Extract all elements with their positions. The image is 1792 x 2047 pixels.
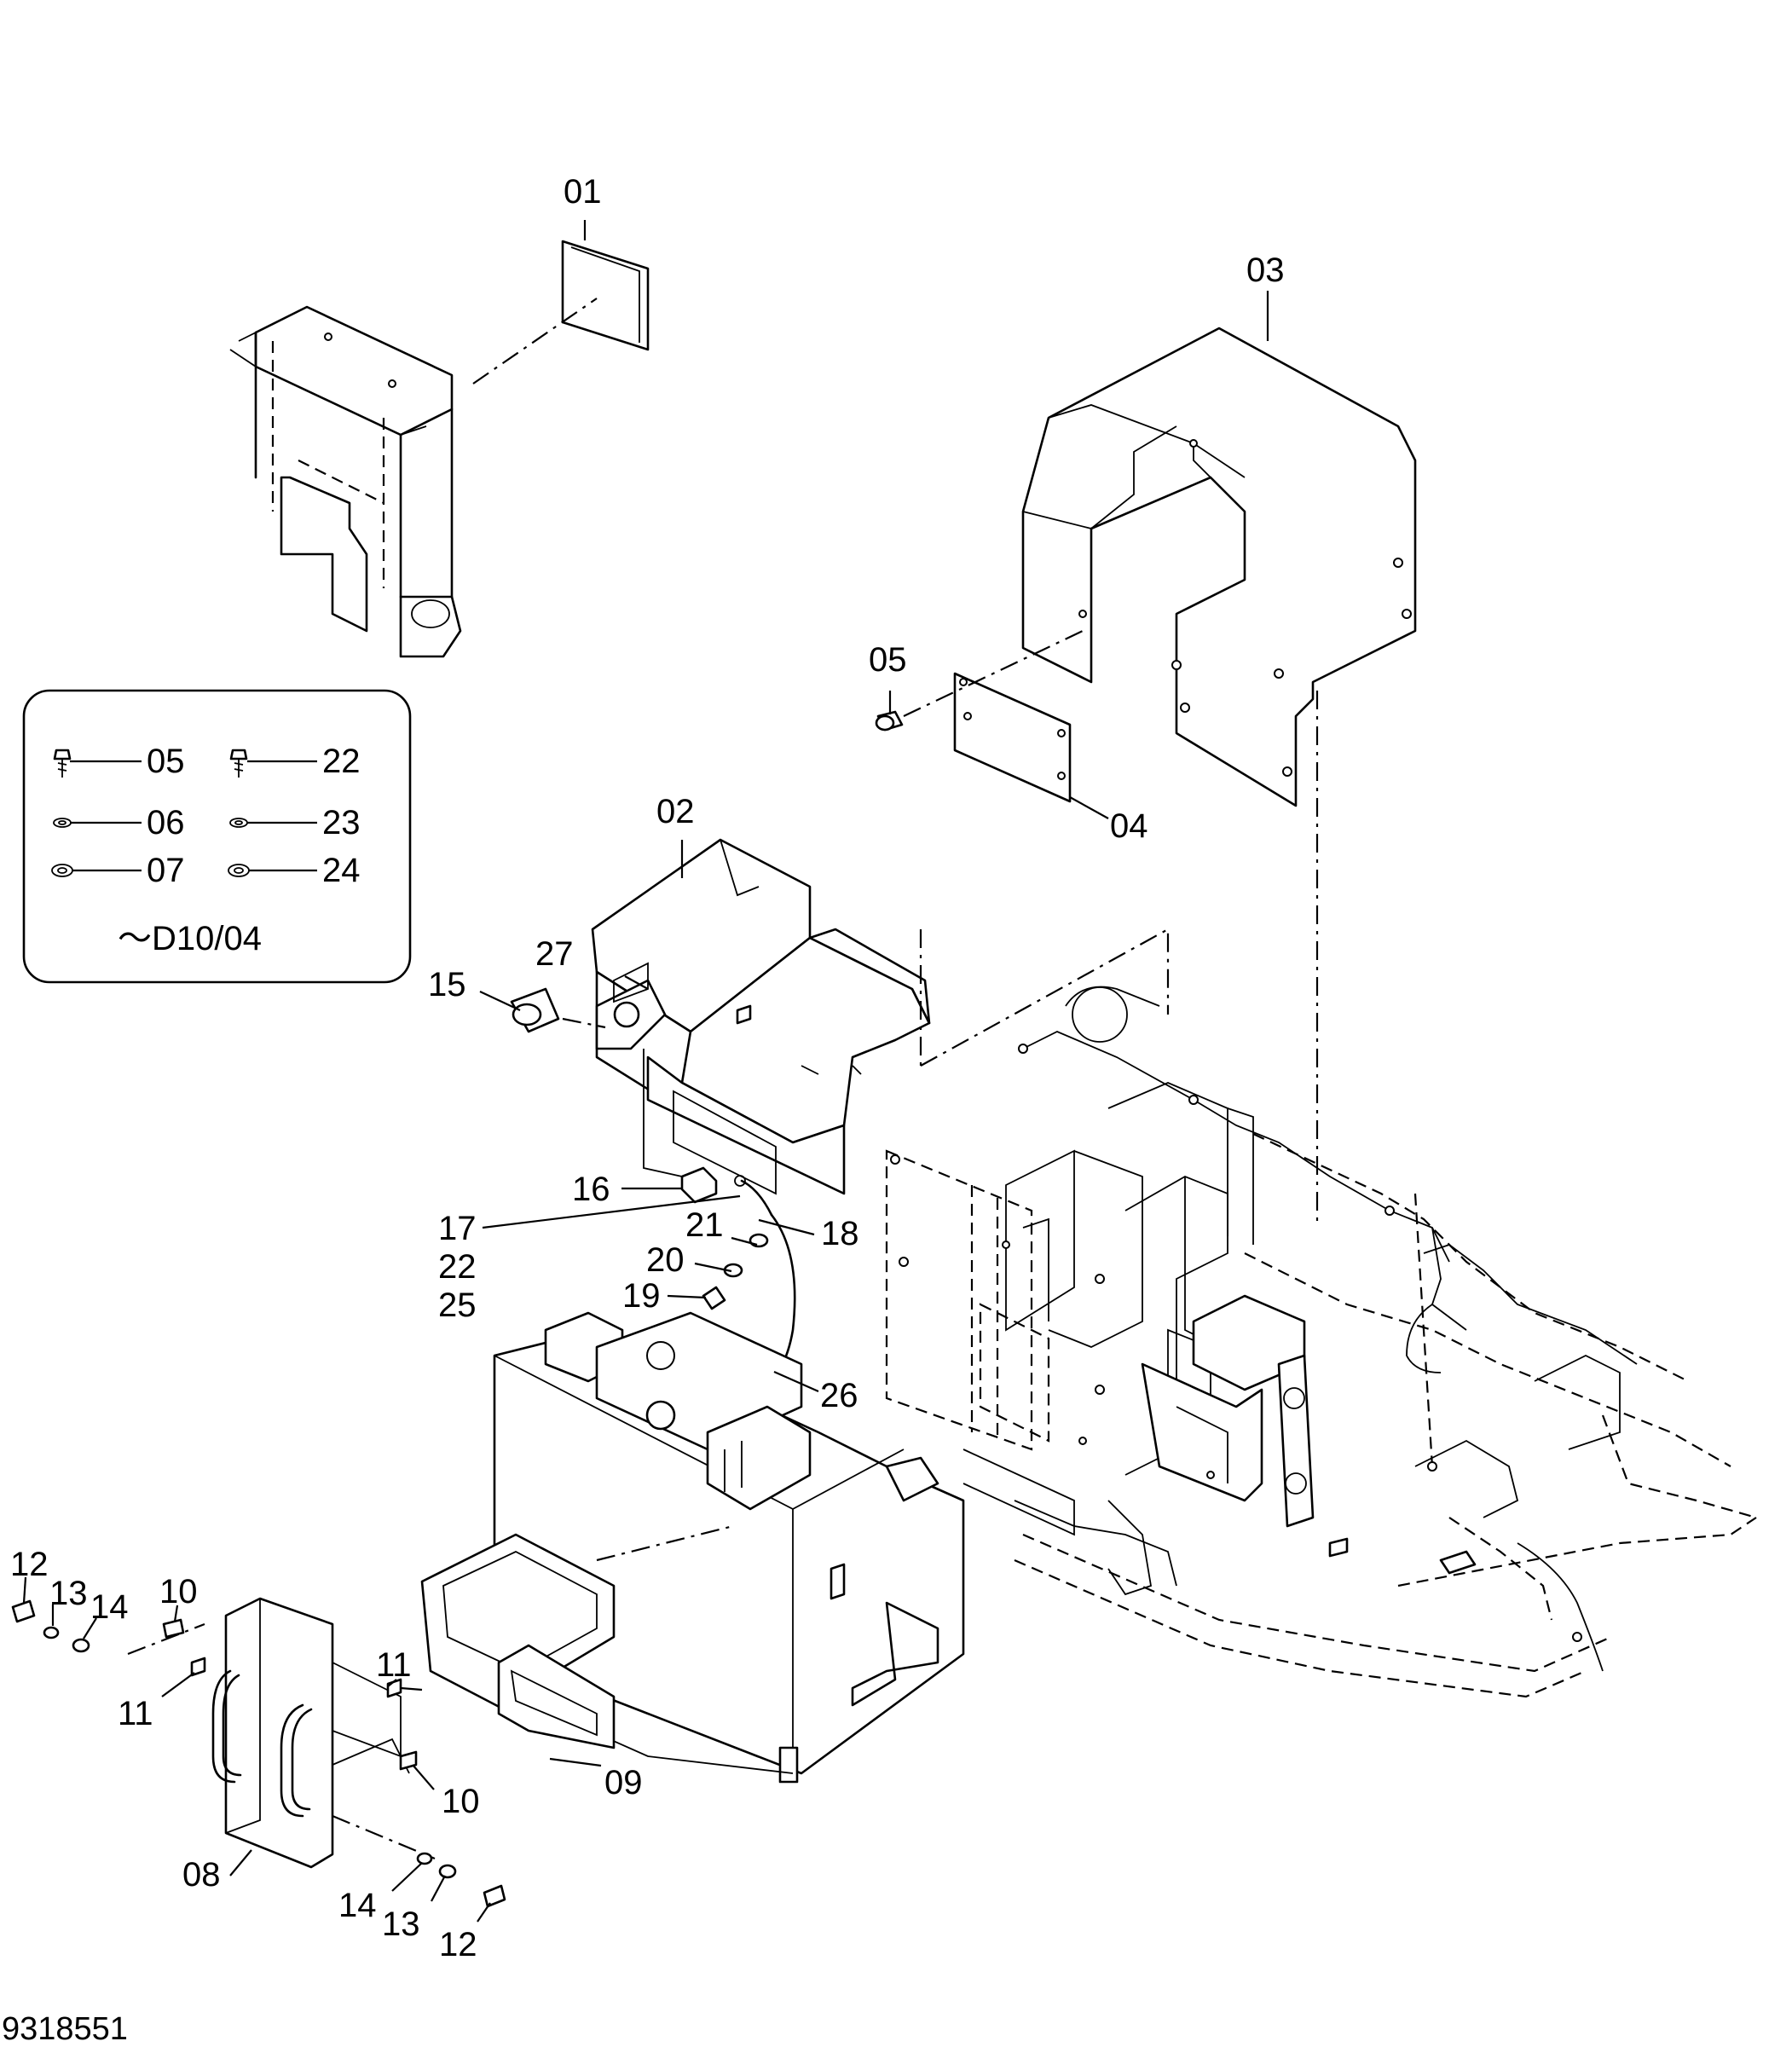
label-17: 17 (438, 1210, 477, 1247)
label-12-bottom: 12 (439, 1926, 477, 1963)
label-10-top: 10 (159, 1573, 198, 1610)
main-frame (885, 928, 1757, 1698)
label-02: 02 (656, 793, 695, 830)
label-09: 09 (604, 1764, 643, 1801)
label-20: 20 (646, 1241, 685, 1279)
door-part-08 (127, 1597, 436, 1869)
label-16: 16 (572, 1171, 610, 1208)
label-05: 05 (869, 641, 907, 679)
bolt-icon (229, 749, 248, 778)
lower-box (493, 1311, 965, 1784)
legend-label-06: 06 (147, 804, 185, 841)
label-11-left: 11 (118, 1695, 153, 1732)
label-03: 03 (1246, 252, 1285, 289)
bolt-part-05 (875, 710, 904, 731)
part-labels: 01 03 05 04 02 27 15 16 17 22 25 21 18 2… (10, 173, 1285, 1963)
label-18: 18 (821, 1215, 859, 1252)
legend-label-07: 07 (147, 852, 185, 889)
legend-label-22: 22 (322, 743, 361, 780)
leader-lines (22, 220, 1269, 1923)
legend-label-23: 23 (322, 804, 361, 841)
switch-box-part-02 (591, 838, 931, 1195)
legend-note: ～D10/04 (118, 920, 262, 957)
plate-part-01 (472, 240, 650, 385)
label-13-bottom: 13 (382, 1905, 420, 1943)
label-11-right: 11 (376, 1646, 412, 1684)
label-27: 27 (535, 935, 574, 973)
label-08: 08 (182, 1856, 221, 1894)
cover-part-03 (1021, 327, 1417, 1228)
label-10-bottom: 10 (442, 1783, 480, 1820)
label-01: 01 (564, 173, 602, 211)
legend-box: 05 22 06 23 07 (22, 689, 412, 984)
label-15: 15 (428, 966, 466, 1003)
plate-part-04 (903, 630, 1084, 803)
knob-part-15 (510, 987, 606, 1033)
label-19: 19 (622, 1277, 661, 1315)
label-21: 21 (685, 1206, 724, 1244)
label-12-top: 12 (10, 1546, 49, 1583)
label-26: 26 (820, 1377, 858, 1414)
drawing-number: 9318551 (2, 2011, 128, 2047)
legend-label-05: 05 (147, 743, 185, 780)
label-04: 04 (1110, 807, 1148, 845)
legend-label-24: 24 (322, 852, 361, 889)
label-22: 22 (438, 1248, 477, 1286)
bracket-assembly-drawing (229, 305, 462, 658)
label-13-top: 13 (49, 1575, 88, 1612)
bolt-icon (53, 749, 72, 778)
label-25: 25 (438, 1287, 477, 1324)
label-14-bottom: 14 (338, 1887, 377, 1924)
frame-part-09 (420, 1524, 734, 1749)
label-14-top: 14 (90, 1588, 129, 1626)
